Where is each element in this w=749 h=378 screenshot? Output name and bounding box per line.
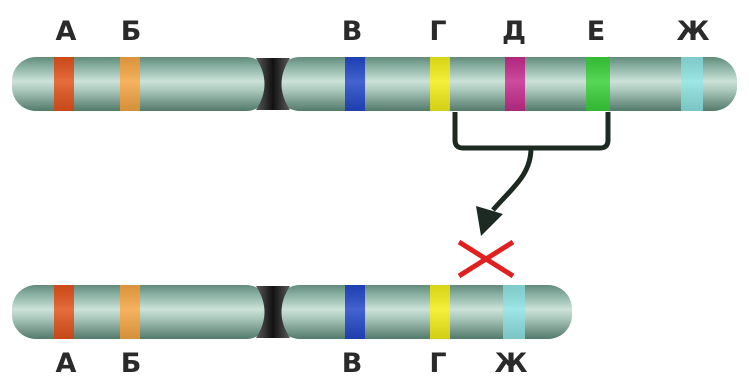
gene-label-g: Г bbox=[429, 16, 446, 47]
deletion-x-icon bbox=[457, 239, 515, 279]
gene-label-e: Е bbox=[587, 16, 605, 47]
gene-label-g: Г bbox=[429, 348, 446, 378]
chromosome-normal-q-arm bbox=[276, 57, 737, 111]
gene-label-v: В bbox=[342, 348, 363, 378]
top-labels: А Б В Г Д Е Ж bbox=[56, 16, 710, 47]
gene-label-a: А bbox=[56, 348, 77, 378]
chromosome-deleted-p-arm bbox=[12, 285, 270, 339]
curved-arrow-shaft bbox=[491, 147, 534, 212]
gene-label-v: В bbox=[342, 16, 363, 47]
chromosome-deleted: А Б В Г Ж bbox=[12, 285, 572, 378]
bottom-labels: А Б В Г Ж bbox=[56, 348, 528, 378]
arrow-head-icon bbox=[476, 206, 503, 236]
bracket-de bbox=[452, 112, 611, 151]
gene-label-zh: Ж bbox=[494, 348, 527, 378]
centromere-bottom bbox=[256, 286, 290, 338]
chromosome-normal-p-arm bbox=[12, 57, 270, 111]
gene-label-a: А bbox=[56, 16, 77, 47]
centromere-top bbox=[256, 58, 290, 110]
gene-label-d: Д bbox=[502, 16, 526, 47]
gene-label-b: Б bbox=[121, 348, 142, 378]
chromosome-normal: А Б В Г Д Е Ж bbox=[12, 16, 737, 111]
deletion-indicator bbox=[452, 112, 611, 279]
gene-label-b: Б bbox=[121, 16, 142, 47]
gene-label-zh: Ж bbox=[676, 16, 709, 47]
chromosome-deleted-q-arm bbox=[276, 285, 572, 339]
